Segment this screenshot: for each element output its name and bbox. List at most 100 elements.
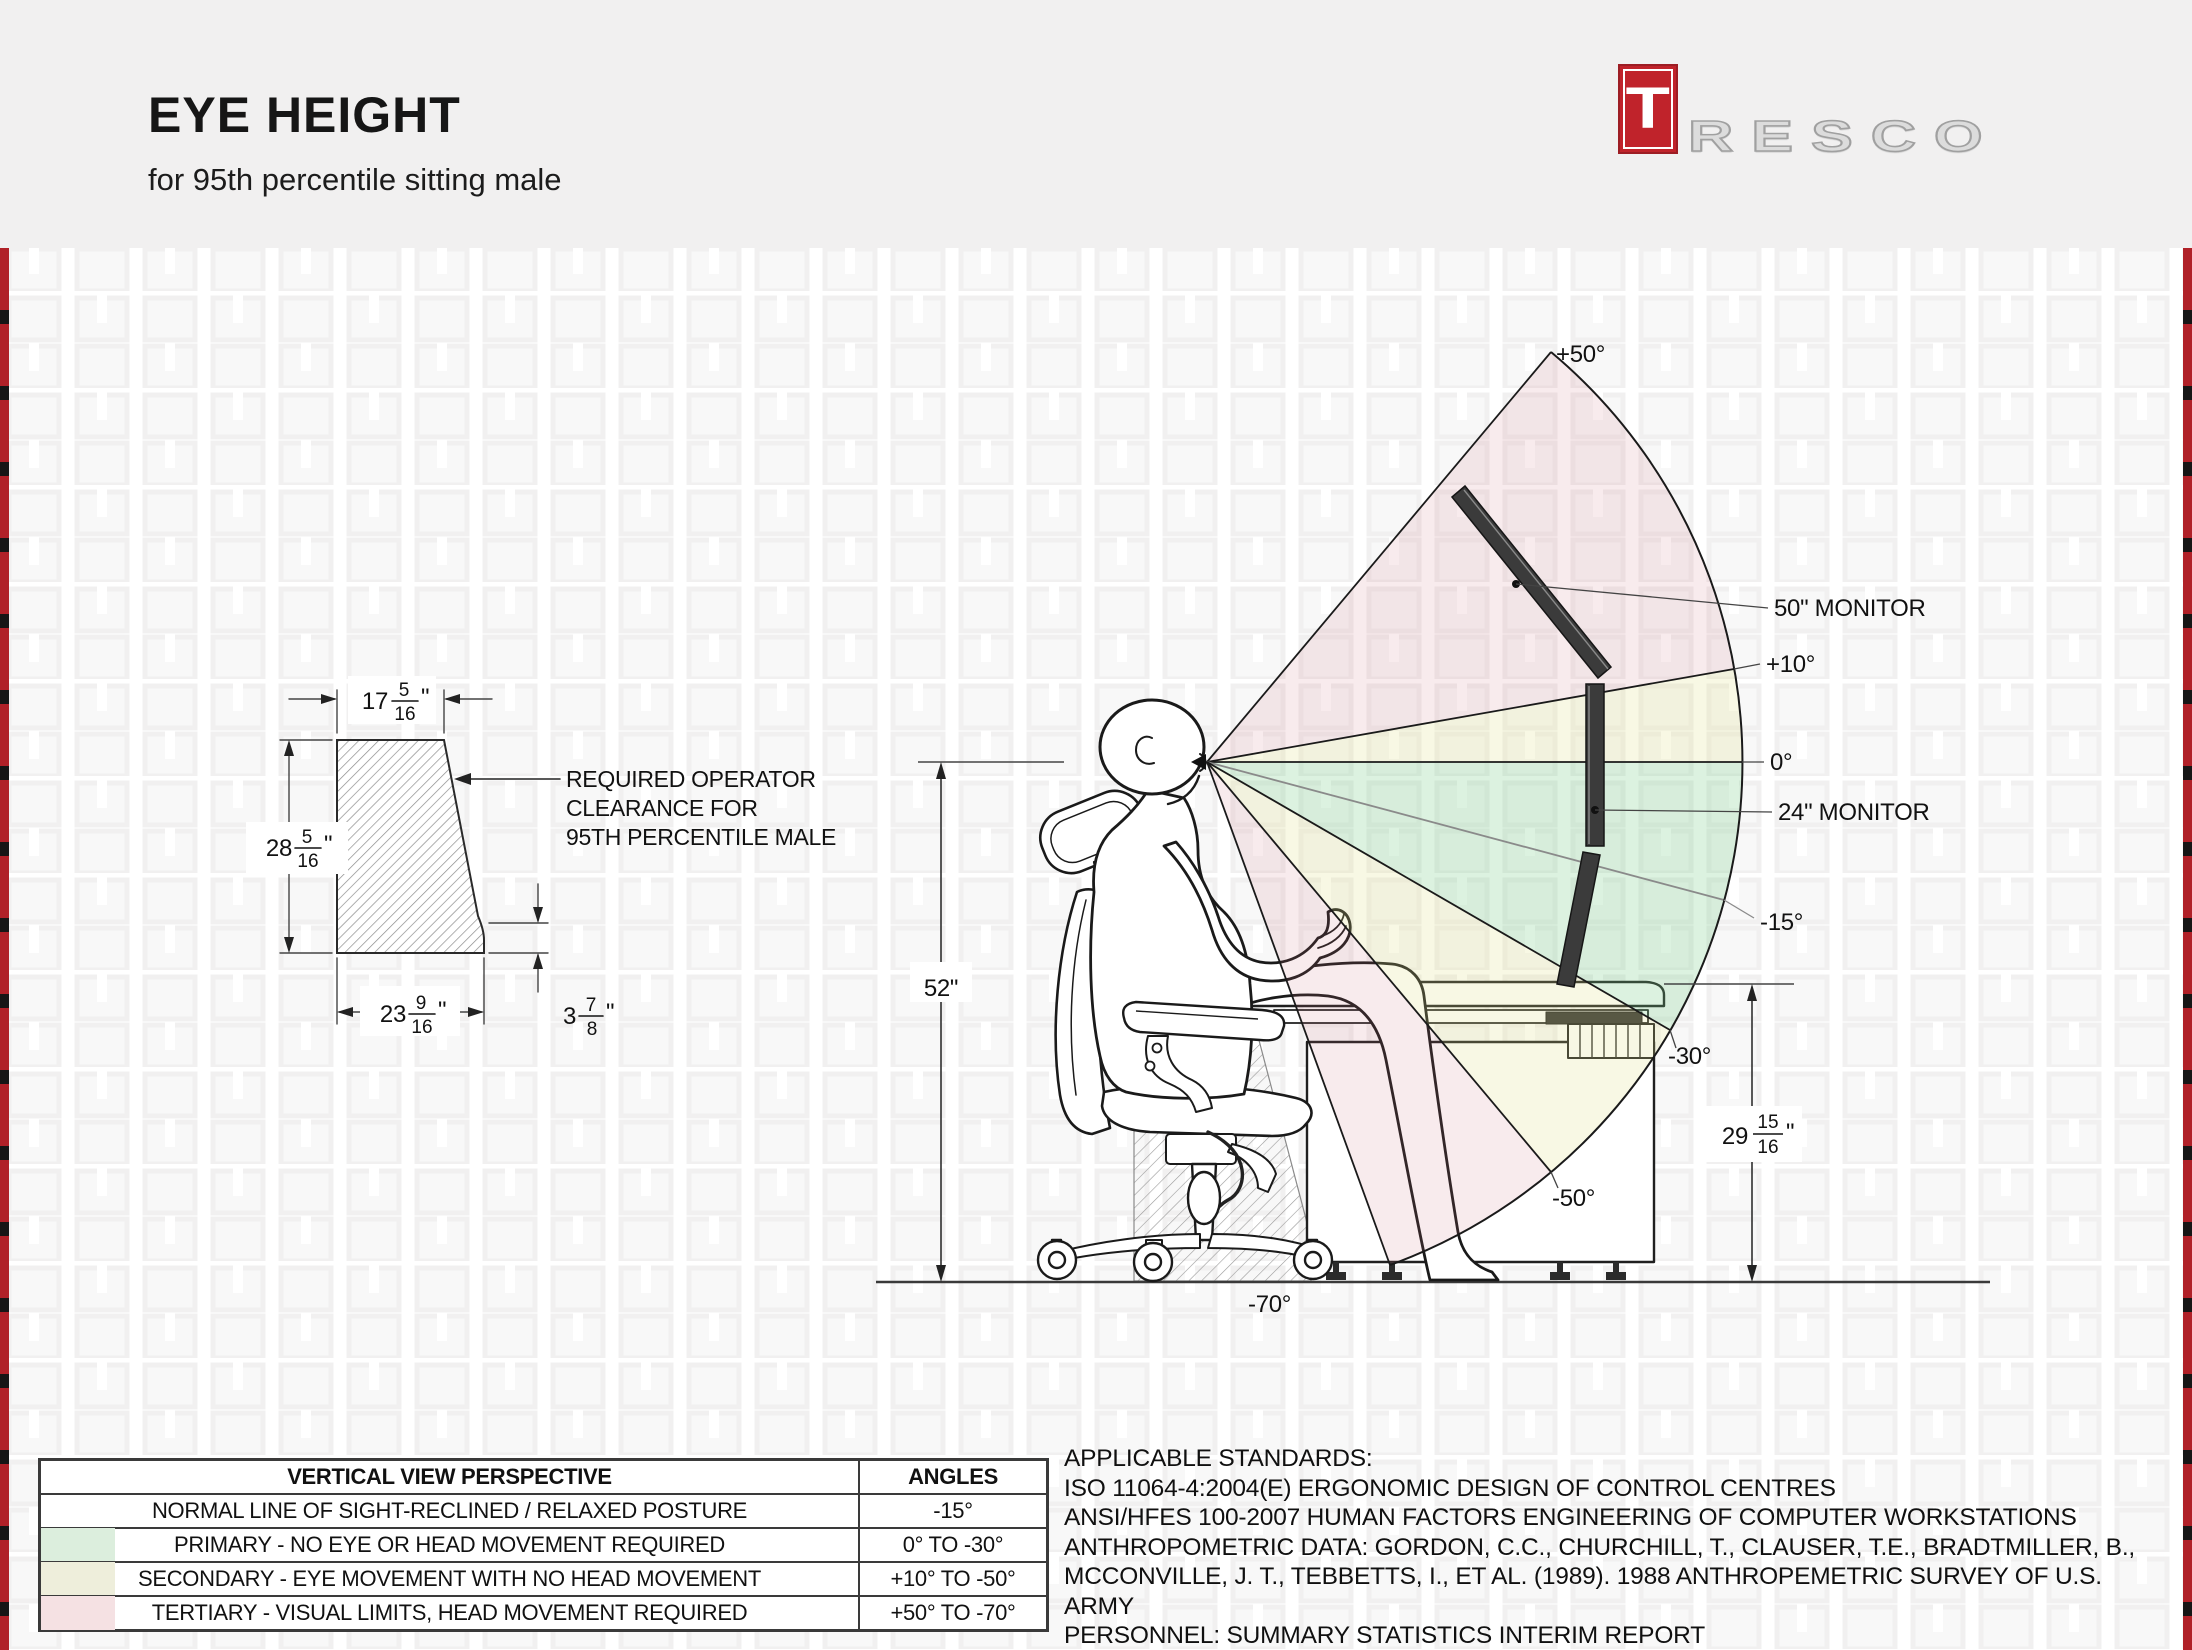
svg-text:": ": [1786, 1119, 1794, 1146]
line-minus15-normal-sight: [1206, 761, 1725, 901]
label-zero: 0°: [1770, 749, 1792, 776]
eye-point-arrow: [1191, 754, 1206, 770]
svg-text:7: 7: [586, 995, 597, 1016]
page-subtitle: for 95th percentile sitting male: [148, 162, 562, 197]
dim-bottom-label: 23 9 16 ": [360, 986, 460, 1038]
standards-line: PERSONNEL: SUMMARY STATISTICS INTERIM RE…: [1064, 1622, 1706, 1649]
svg-text:": ": [606, 999, 614, 1026]
table-row: NORMAL LINE OF SIGHT-RECLINED / RELAXED …: [41, 1493, 1046, 1527]
svg-text:29: 29: [1722, 1123, 1748, 1150]
seat-mechanism: [1165, 1133, 1237, 1165]
minus30-leader: [1669, 1029, 1677, 1049]
standards-line: ANSI/HFES 100-2007 HUMAN FACTORS ENGINEE…: [1064, 1504, 2077, 1531]
arrow: [444, 694, 460, 704]
arrow: [1747, 984, 1757, 1001]
dim-52-bg: [910, 962, 972, 1002]
armrest-pad-line: [1135, 1010, 1259, 1020]
arrow: [337, 1007, 353, 1017]
label-minus15: -15°: [1760, 909, 1803, 936]
swatch-secondary: [41, 1562, 115, 1596]
table-row: TERTIARY - VISUAL LIMITS, HEAD MOVEMENT …: [41, 1595, 1046, 1630]
line-minus70: [1206, 761, 1391, 1266]
line-plus50: [1206, 351, 1552, 763]
vision-arc: [1389, 351, 1744, 1266]
label-minus30: -30°: [1668, 1043, 1711, 1070]
sight-lines: [1206, 351, 1744, 1266]
monitor-lift-column: [1567, 1023, 1655, 1059]
monitor-array: [1450, 484, 1613, 988]
line-plus10: [1206, 668, 1735, 763]
sector-tertiary-lower: [1207, 762, 1551, 1265]
monitor-50-leader: [1515, 583, 1769, 609]
svg-text:17: 17: [362, 688, 388, 715]
svg-text:8: 8: [587, 1019, 598, 1040]
arrow: [284, 740, 294, 756]
armrest-pad: [1122, 1000, 1286, 1042]
standards-line: ANTHROPOMETRIC DATA: GORDON, C.C., CHURC…: [1064, 1533, 2136, 1561]
callouts: +50° 50" MONITOR +10° 0° 24" MONITOR -15…: [1248, 341, 1930, 1318]
label-plus50: +50°: [1556, 341, 1605, 368]
monitor-50in-edge: [1463, 489, 1609, 670]
dim-desk-label: 29 15 16 ": [1706, 1106, 1802, 1162]
vertical-view-table: VERTICAL VIEW PERSPECTIVE ANGLES NORMAL …: [38, 1458, 1049, 1632]
casters: [1036, 1238, 1334, 1283]
clearance-note-line3: 95TH PERCENTILE MALE: [566, 824, 836, 850]
svg-text:28: 28: [266, 835, 292, 862]
minus50-leader: [1550, 1171, 1559, 1189]
leveling-feet: [1326, 1262, 1626, 1280]
arrow: [533, 907, 543, 923]
clearance-trapezoid: [336, 739, 485, 954]
arrow: [936, 1265, 946, 1282]
svg-text:5: 5: [399, 680, 410, 701]
arrow: [321, 694, 337, 704]
desk-cabinet: [1305, 1040, 1656, 1264]
svg-text:15: 15: [1757, 1112, 1778, 1133]
label-eye-height: 52": [924, 975, 958, 1002]
standards-line: MCCONVILLE, J. T., TEBBETTS, I., ET AL. …: [1064, 1563, 2102, 1620]
operator-head: [1098, 698, 1206, 796]
monitor-24in-upper: [1585, 683, 1605, 847]
chair: [1036, 789, 1334, 1283]
table-row: SECONDARY - EYE MOVEMENT WITH NO HEAD MO…: [41, 1561, 1046, 1596]
svg-text:": ": [438, 997, 446, 1024]
table-header-row: VERTICAL VIEW PERSPECTIVE ANGLES: [41, 1461, 1046, 1493]
svg-text:9: 9: [416, 993, 427, 1014]
monitor-50in: [1450, 484, 1613, 680]
plus10-leader: [1733, 663, 1761, 670]
table-row: PRIMARY - NO EYE OR HEAD MOVEMENT REQUIR…: [41, 1527, 1046, 1562]
applicable-standards: APPLICABLE STANDARDS: ISO 11064-4:2004(E…: [1064, 1444, 2164, 1650]
svg-text:16: 16: [394, 704, 415, 725]
svg-text:16: 16: [1757, 1137, 1778, 1158]
monitor-24-leader: [1594, 809, 1773, 813]
line-minus30: [1206, 761, 1671, 1031]
minus15-leader: [1723, 899, 1755, 919]
sector-primary: [1207, 762, 1742, 1030]
monitor-24in-lower: [1556, 851, 1601, 988]
clearance-profile-detail: 17 5 16 " 28 5 16 ": [246, 676, 836, 1040]
clearance-note-line1: REQUIRED OPERATOR: [566, 766, 816, 792]
svg-text:3: 3: [563, 1003, 576, 1030]
swatch-primary: [41, 1528, 115, 1562]
label-minus70: -70°: [1248, 1291, 1291, 1318]
operator-leg: [1236, 961, 1500, 1282]
hand-fingers: [1317, 913, 1347, 949]
swatch-tertiary: [41, 1596, 115, 1630]
label-monitor-24: 24" MONITOR: [1778, 799, 1929, 826]
svg-text:23: 23: [380, 1001, 406, 1028]
sector-secondary-lower: [1207, 762, 1670, 1172]
note-arrow: [454, 773, 471, 785]
chair-armrest-group: [1122, 1000, 1286, 1113]
line-minus50: [1206, 761, 1552, 1173]
arrow: [1747, 1265, 1757, 1282]
svg-text:": ": [421, 684, 429, 711]
arrow: [284, 937, 294, 953]
film-strip-right: [2183, 248, 2192, 1650]
arrow: [936, 762, 946, 779]
clearance-note-line2: CLEARANCE FOR: [566, 795, 758, 821]
arrow: [533, 953, 543, 969]
page-title: EYE HEIGHT: [148, 87, 461, 143]
table-header-col1: VERTICAL VIEW PERSPECTIVE: [287, 1464, 612, 1489]
svg-text:5: 5: [302, 827, 313, 848]
